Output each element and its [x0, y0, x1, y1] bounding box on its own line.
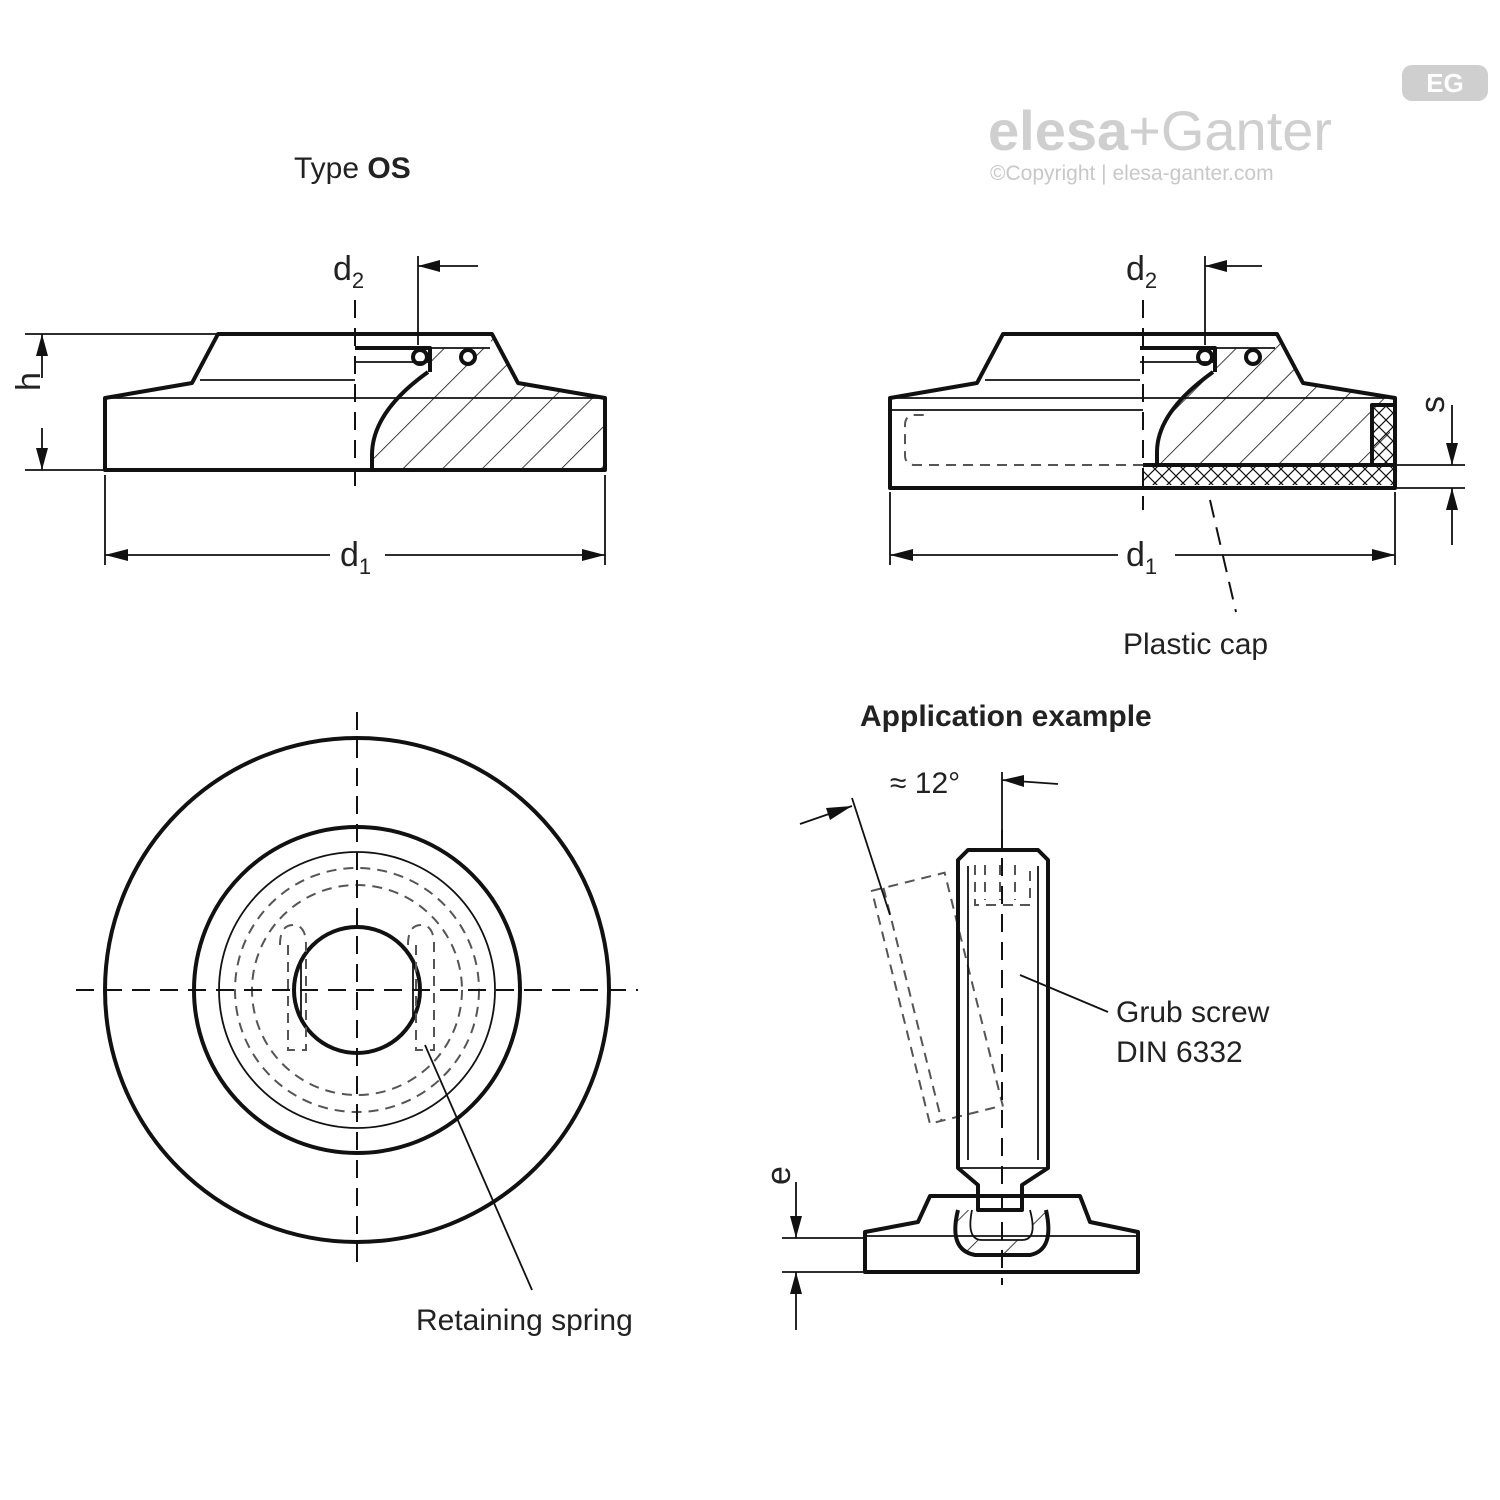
eg-badge-text: EG	[1426, 68, 1464, 98]
dim-d2-label-2: d2	[1126, 250, 1157, 293]
logo-wordmark: elesa+Ganter	[988, 99, 1332, 162]
application-title: Application example	[860, 700, 1152, 733]
dim-d1-label-2: d1	[1126, 536, 1157, 579]
section-view-with-cap: d2 s d1 Plastic cap	[888, 250, 1465, 661]
dim-s-label: s	[1414, 396, 1452, 413]
eg-badge-icon: EG	[1402, 65, 1488, 101]
brand-logo: EG elesa+Ganter ©Copyright | elesa-gante…	[988, 65, 1488, 185]
angle-label: ≈ 12°	[890, 767, 960, 800]
dim-e-label: e	[760, 1166, 798, 1185]
din-label: DIN 6332	[1116, 1036, 1243, 1069]
plastic-cap-label: Plastic cap	[1123, 628, 1268, 661]
type-title: Type OS	[294, 152, 411, 185]
retaining-spring-label: Retaining spring	[416, 1304, 633, 1337]
grub-screw-label: Grub screw	[1116, 996, 1270, 1029]
dim-d1-label: d1	[340, 536, 371, 579]
dim-d2-label: d2	[333, 250, 364, 293]
section-view-type-os: d2 h d1	[10, 250, 607, 579]
dim-h-label: h	[10, 372, 48, 391]
copyright-text: ©Copyright | elesa-ganter.com	[990, 162, 1274, 185]
top-view: Retaining spring	[76, 712, 638, 1337]
application-example: ≈ 12° e Grub screw DIN 6332	[760, 767, 1270, 1330]
